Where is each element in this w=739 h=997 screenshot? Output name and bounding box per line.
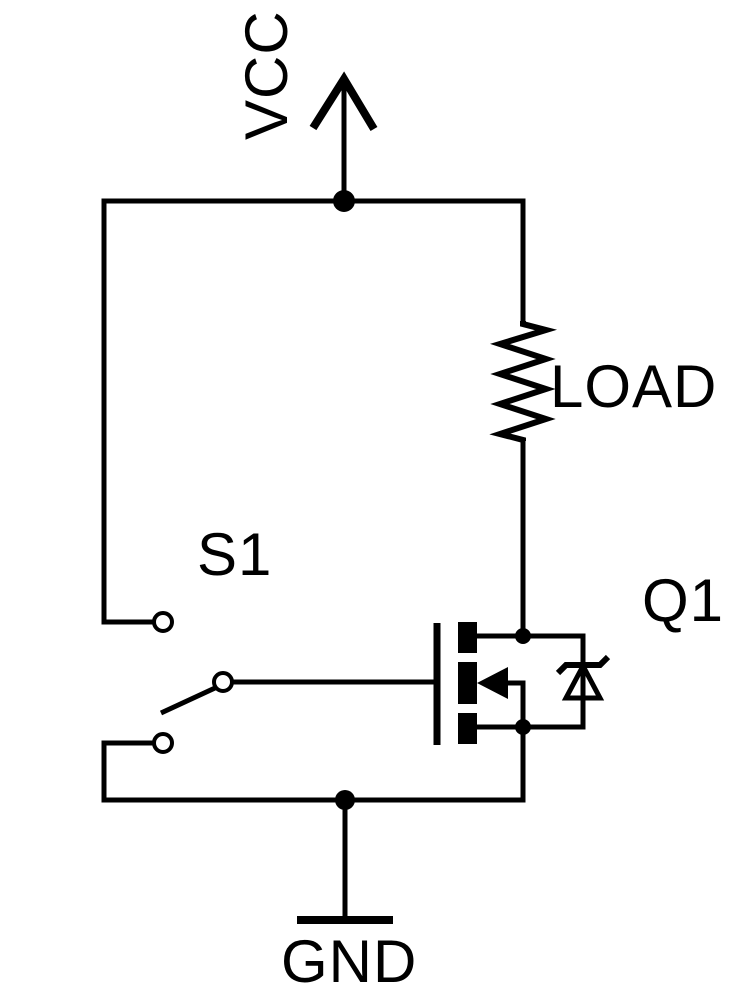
switch-common-pole	[212, 671, 234, 693]
resistor-zigzag-icon	[489, 321, 558, 443]
vcc-power-symbol: VCC	[233, 10, 378, 212]
load-label: LOAD	[550, 353, 717, 420]
diode-cathode-bar-icon	[555, 654, 611, 676]
vcc-arrow-icon	[309, 71, 378, 132]
junction-dot-source	[515, 719, 531, 735]
mosfet-body-segment	[458, 662, 477, 704]
top-left-rail-wire	[101, 198, 526, 625]
vcc-label: VCC	[233, 10, 300, 140]
switch-s1: S1	[152, 521, 434, 754]
body-to-source-wire	[506, 680, 526, 727]
switch-bottom-contact	[152, 732, 174, 754]
body-diode	[555, 640, 611, 722]
mosfet-body-arrow-icon	[477, 667, 508, 699]
switch-label: S1	[197, 521, 272, 588]
ground-label: GND	[281, 928, 417, 995]
mosfet-source-segment	[458, 713, 477, 744]
mosfet-drain-segment	[458, 622, 477, 653]
ground-symbol: GND	[281, 790, 417, 995]
load-resistor: LOAD	[489, 321, 717, 636]
switch-lever	[159, 685, 217, 716]
junction-dot-drain	[515, 628, 531, 644]
transistor-label: Q1	[642, 567, 724, 634]
switch-top-contact	[152, 611, 174, 633]
